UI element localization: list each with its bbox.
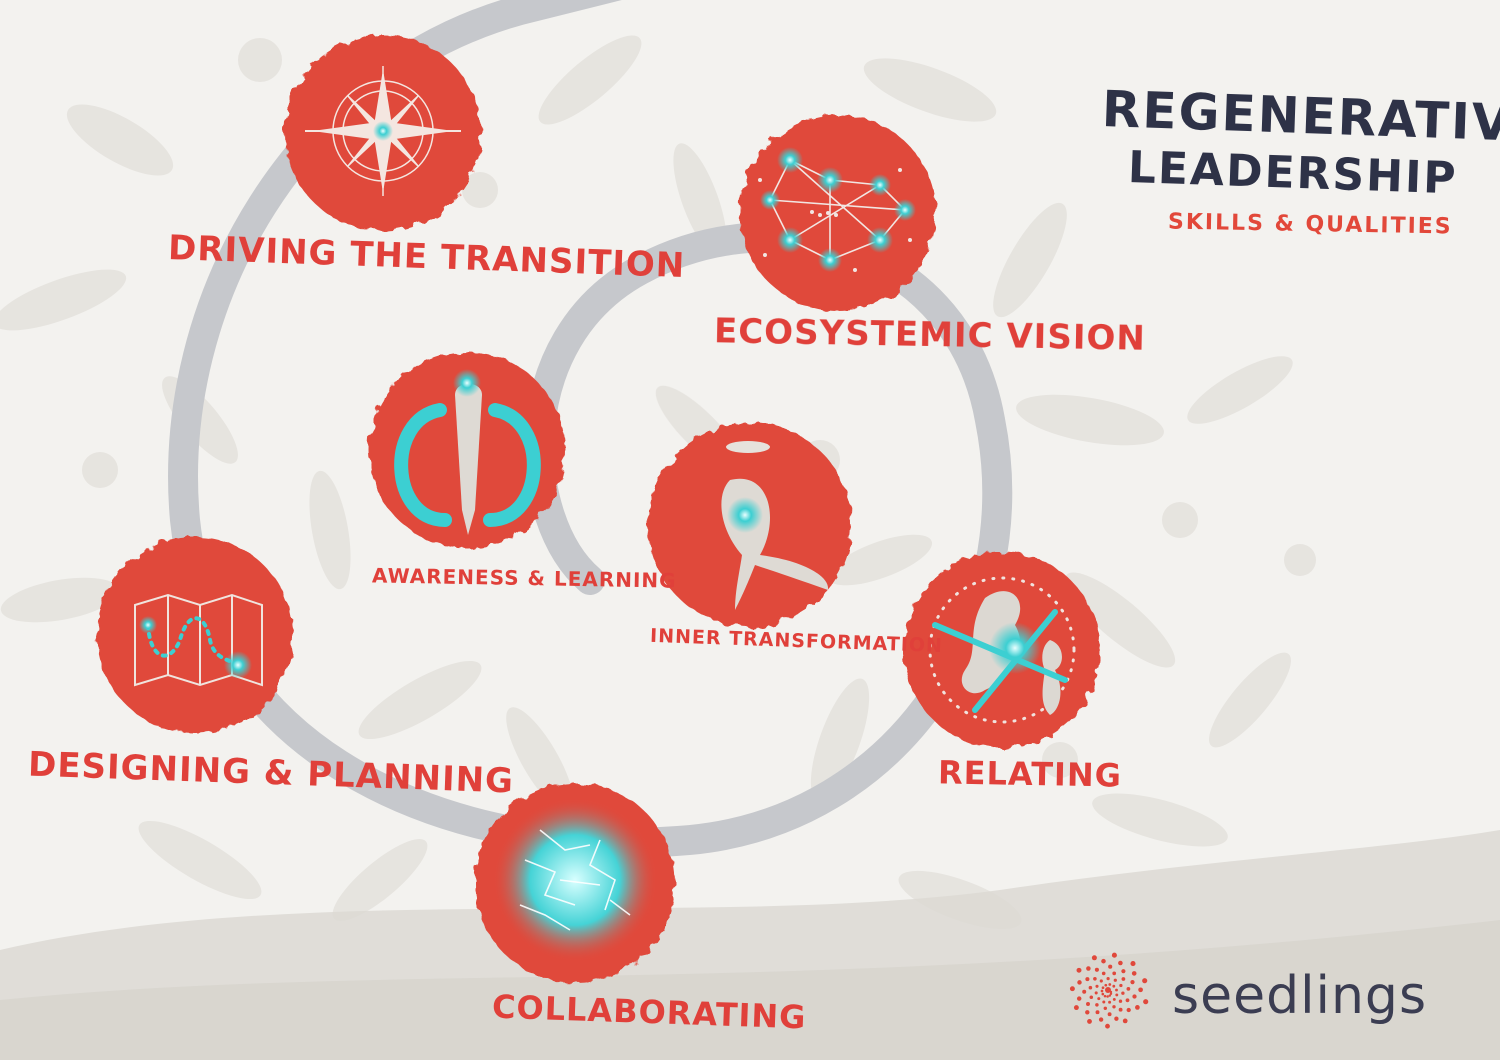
logo-dot (1073, 1005, 1079, 1011)
logo-dot (1138, 987, 1143, 993)
logo-dot (1112, 997, 1116, 1001)
label-ecosystemic-vision: ECOSYSTEMIC VISION (713, 311, 1147, 359)
logo-dot (1132, 994, 1137, 999)
logo-dot (1097, 997, 1101, 1001)
logo-dot (1126, 987, 1131, 991)
logo-dot (1107, 1012, 1112, 1017)
logo-dot (1103, 1006, 1108, 1011)
logo-dot (1089, 995, 1094, 1000)
splash-pattern (0, 35, 1316, 930)
energy-sphere-icon (493, 798, 657, 962)
logo-dot (1086, 966, 1091, 971)
logo-dot (1087, 1018, 1092, 1024)
logo-dot (1135, 1005, 1140, 1010)
awareness-figure-icon (394, 369, 541, 535)
logo-dot (1111, 952, 1117, 958)
label-awareness-learning: AWARENESS & LEARNING (371, 563, 677, 593)
logo-dot (1125, 998, 1130, 1003)
logo-dot (1108, 983, 1112, 986)
logo-dot (1108, 994, 1112, 997)
logo-dot (1112, 1005, 1116, 1009)
logo-dot (1130, 980, 1135, 985)
logo-dot (1115, 993, 1119, 997)
logo-dot (1119, 983, 1123, 988)
logo-dot (1103, 994, 1107, 998)
title-subtitle: SKILLS & QUALITIES (1167, 209, 1453, 240)
two-figures-icon (928, 576, 1076, 724)
logo-dot (1105, 1023, 1110, 1029)
logo-dot (1109, 992, 1113, 996)
logo-dot (1076, 967, 1082, 973)
logo-dot (1093, 977, 1097, 981)
logo-dot (1099, 979, 1103, 983)
compass-rose-icon (305, 66, 461, 196)
logo-dot (1095, 1010, 1100, 1015)
logo-dot (1102, 1000, 1106, 1004)
logo-dot (1106, 995, 1109, 998)
logo-dot (1101, 971, 1106, 976)
inner-figure-icon (721, 441, 829, 610)
logo-dot (1106, 977, 1110, 981)
label-relating: RELATING (937, 753, 1123, 795)
logo-dot (1142, 978, 1148, 984)
logo-dot (1085, 1010, 1090, 1015)
logo-dot (1131, 971, 1137, 976)
logo-dot (1112, 971, 1117, 976)
logo-dot (1101, 958, 1106, 964)
logo-dot (1101, 986, 1105, 990)
folded-map-icon (134, 593, 263, 687)
logo-dot (1118, 999, 1123, 1003)
logo-dot (1108, 964, 1113, 969)
logo-dot (1122, 1018, 1128, 1024)
logo-dot (1112, 984, 1116, 988)
bottom-wave-lower (0, 920, 1500, 1060)
logo-dot (1082, 989, 1087, 994)
logo-dot (1121, 991, 1125, 995)
logo-dot (1069, 986, 1075, 992)
logo-dot (1085, 977, 1090, 982)
logo-dot (1095, 984, 1099, 988)
logo-dot (1109, 990, 1113, 994)
node-circle-designing (97, 537, 293, 733)
logo-dot (1113, 978, 1117, 982)
logo-dot (1115, 988, 1118, 992)
logo-dot (1088, 985, 1093, 990)
logo-dot (1114, 1016, 1119, 1021)
logo-dot (1130, 961, 1136, 967)
logo-dot (1094, 991, 1098, 995)
logo-dot (1091, 955, 1097, 961)
logo-dot (1121, 977, 1126, 981)
logo-dot (1101, 992, 1105, 996)
logo-dot (1143, 999, 1149, 1005)
seedlings-spiral-logo-icon (1069, 952, 1149, 1029)
logo-dot (1076, 996, 1082, 1001)
logo-dot (1104, 983, 1108, 987)
brand-name: seedlings (1172, 966, 1428, 1026)
logo-dot (1108, 1000, 1112, 1004)
logo-dot (1126, 1007, 1131, 1013)
logo-dot (1086, 1002, 1090, 1006)
logo-dot (1118, 1007, 1123, 1012)
label-collaborating: COLLABORATING (491, 987, 808, 1037)
logo-dot (1077, 980, 1082, 985)
logo-dot (1098, 1017, 1104, 1022)
logo-dot (1100, 989, 1104, 993)
logo-dot (1094, 967, 1099, 972)
constellation-icon (758, 147, 916, 272)
logo-dot (1118, 960, 1123, 966)
logo-dot (1121, 969, 1126, 974)
logo-dot (1095, 1003, 1099, 1007)
